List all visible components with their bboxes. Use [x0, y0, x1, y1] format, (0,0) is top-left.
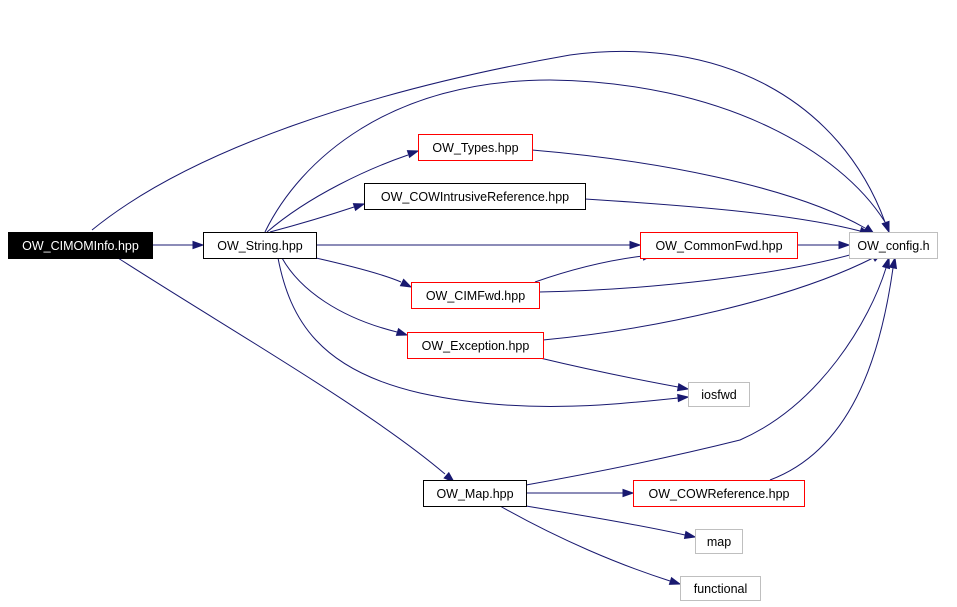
node-cimfwd[interactable]: OW_CIMFwd.hpp — [411, 282, 540, 309]
edge-line — [769, 267, 894, 481]
edge-line — [534, 255, 644, 283]
edge-line — [542, 257, 874, 341]
edge-line — [538, 252, 858, 293]
edge-cimfwd-to-commonfwd — [534, 252, 655, 283]
edge-string-to-iosfwd — [277, 257, 690, 407]
arrow-head — [622, 488, 635, 498]
edge-line — [91, 51, 886, 231]
edge-line — [266, 154, 409, 233]
node-iosfwd[interactable]: iosfwd — [688, 382, 750, 407]
node-cowintrusive[interactable]: OW_COWIntrusiveReference.hpp — [364, 183, 586, 210]
node-label: iosfwd — [701, 388, 736, 402]
edge-cowintrusive-to-config — [584, 198, 872, 235]
node-box — [633, 480, 805, 507]
arrow-head — [668, 576, 682, 585]
edge-line — [539, 357, 679, 388]
node-box — [849, 232, 938, 259]
edge-line — [584, 198, 861, 232]
arrow-head — [676, 382, 690, 392]
node-label: OW_CIMOMInfo.hpp — [22, 239, 139, 253]
node-box — [407, 332, 544, 359]
node-box — [8, 232, 153, 259]
edge-line — [117, 257, 446, 475]
nodes-layer: OW_CIMOMInfo.hpp OW_String.hpp OW_Types.hp… — [8, 134, 938, 601]
arrow-head — [192, 240, 205, 250]
edge-map_hpp-to-config — [525, 256, 891, 486]
node-label: OW_Exception.hpp — [422, 339, 530, 353]
arrow-head — [406, 150, 420, 159]
arrow-head — [838, 240, 851, 250]
edge-line — [315, 257, 402, 283]
node-box — [640, 232, 798, 259]
node-label: OW_COWIntrusiveReference.hpp — [381, 190, 569, 204]
edge-line — [499, 505, 671, 582]
node-box — [411, 282, 540, 309]
edges-layer — [91, 51, 898, 585]
node-label: OW_Types.hpp — [432, 141, 518, 155]
node-label: OW_Map.hpp — [436, 487, 513, 501]
edge-string-to-commonfwd — [316, 240, 642, 250]
node-exception[interactable]: OW_Exception.hpp — [407, 332, 544, 359]
node-config[interactable]: OW_config.h — [849, 232, 938, 259]
node-box — [364, 183, 586, 210]
edge-line — [531, 149, 866, 229]
arrow-head — [881, 256, 891, 270]
edge-string-to-cowintrusive — [269, 203, 366, 233]
edge-line — [277, 257, 679, 407]
node-box — [423, 480, 527, 507]
node-label: OW_config.h — [857, 239, 929, 253]
edge-line — [281, 257, 398, 333]
edge-line — [264, 79, 886, 233]
node-commonfwd[interactable]: OW_CommonFwd.hpp — [640, 232, 798, 259]
node-label: map — [707, 535, 731, 549]
arrow-head — [399, 278, 413, 288]
edge-cimominfo-to-string — [152, 240, 205, 250]
node-label: OW_CIMFwd.hpp — [426, 289, 525, 303]
node-box — [203, 232, 317, 259]
node-label: OW_COWReference.hpp — [648, 487, 789, 501]
arrow-head — [629, 240, 642, 250]
arrow-head — [888, 256, 898, 270]
edge-line — [269, 206, 355, 233]
node-box — [695, 529, 743, 554]
edge-cimominfo-to-map_hpp — [117, 257, 456, 483]
node-types[interactable]: OW_Types.hpp — [418, 134, 533, 161]
node-cimominfo[interactable]: OW_CIMOMInfo.hpp — [8, 232, 153, 259]
arrow-head — [881, 220, 890, 234]
edge-map_hpp-to-map — [525, 505, 697, 540]
edge-map_hpp-to-cowref — [526, 488, 635, 498]
node-box — [680, 576, 761, 601]
node-label: OW_CommonFwd.hpp — [655, 239, 782, 253]
edge-exception-to-config — [542, 252, 884, 341]
node-cowref[interactable]: OW_COWReference.hpp — [633, 480, 805, 507]
node-string[interactable]: OW_String.hpp — [203, 232, 317, 259]
edge-line — [525, 267, 887, 486]
node-box — [418, 134, 533, 161]
node-label: OW_String.hpp — [217, 239, 303, 253]
arrow-head — [395, 327, 409, 336]
edge-exception-to-iosfwd — [539, 357, 690, 392]
arrow-head — [683, 530, 697, 540]
edge-string-to-cimfwd — [315, 257, 413, 288]
edge-commonfwd-to-config — [797, 240, 851, 250]
edge-string-to-exception — [281, 257, 409, 336]
edge-line — [525, 505, 686, 536]
node-map[interactable]: map — [695, 529, 743, 554]
node-map_hpp[interactable]: OW_Map.hpp — [423, 480, 527, 507]
node-box — [688, 382, 750, 407]
edge-cowref-to-config — [769, 256, 898, 481]
node-label: functional — [694, 582, 748, 596]
edge-string-to-config — [264, 79, 890, 234]
arrow-head — [352, 203, 366, 212]
edge-string-to-types — [266, 150, 420, 233]
node-functional[interactable]: functional — [680, 576, 761, 601]
edge-map_hpp-to-functional — [499, 505, 682, 585]
arrow-head — [677, 393, 690, 403]
